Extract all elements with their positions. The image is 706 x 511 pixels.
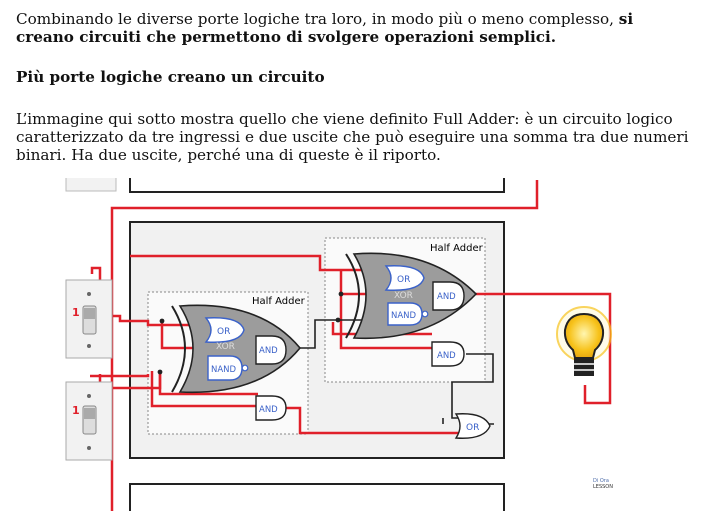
svg-text:OR: OR bbox=[217, 327, 230, 337]
svg-text:LESSON: LESSON bbox=[593, 484, 613, 490]
svg-text:OR: OR bbox=[466, 423, 479, 433]
switch-1-value: 1 bbox=[72, 306, 80, 319]
svg-text:NAND: NAND bbox=[391, 311, 417, 321]
and-gate-2a: AND bbox=[432, 281, 465, 311]
svg-text:OR: OR bbox=[397, 275, 410, 285]
half-adder-label-2: Half Adder bbox=[430, 243, 484, 254]
full-adder-diagram: Half Adder Half Adder bbox=[65, 178, 613, 511]
or-gate-2: OR bbox=[384, 265, 425, 291]
half-adder-label-1: Half Adder bbox=[252, 296, 306, 307]
intro-paragraph: Combinando le diverse porte logiche tra … bbox=[16, 10, 696, 46]
intro-bold-text: si creano circuiti che permettono di svo… bbox=[16, 10, 634, 46]
full-adder-paragraph: L’immagine qui sotto mostra quello che v… bbox=[16, 110, 689, 164]
light-bulb-icon bbox=[556, 306, 612, 376]
switch-2: 1 bbox=[65, 381, 113, 461]
section-heading: Più porte logiche creano un circuito bbox=[16, 68, 325, 86]
svg-text:Di Ora: Di Ora bbox=[593, 478, 609, 484]
or-gate-1: OR bbox=[204, 317, 245, 343]
xor-label-2: XOR bbox=[394, 291, 413, 301]
and-gate-1b: AND bbox=[255, 395, 287, 421]
and-gate-1a: AND bbox=[255, 335, 287, 365]
svg-text:AND: AND bbox=[437, 292, 456, 302]
svg-text:AND: AND bbox=[259, 405, 278, 415]
top-box-fragment bbox=[65, 178, 505, 193]
svg-text:NAND: NAND bbox=[211, 365, 237, 375]
nand-gate-2: NAND bbox=[387, 302, 429, 326]
bottom-box-fragment bbox=[129, 483, 505, 511]
svg-text:AND: AND bbox=[437, 351, 456, 361]
watermark: Di Ora LESSON bbox=[593, 478, 613, 490]
and-gate-2b: AND bbox=[431, 341, 465, 367]
xor-gate-2 bbox=[345, 252, 478, 340]
switch-2-value: 1 bbox=[72, 404, 80, 417]
intro-text: Combinando le diverse porte logiche tra … bbox=[16, 10, 619, 28]
or-gate-final: OR bbox=[454, 413, 491, 439]
svg-text:AND: AND bbox=[259, 346, 278, 356]
switch-1: 1 bbox=[65, 279, 113, 359]
xor-label-1: XOR bbox=[216, 342, 235, 352]
junction-dots bbox=[157, 291, 344, 375]
nand-gate-1: NAND bbox=[207, 355, 249, 381]
